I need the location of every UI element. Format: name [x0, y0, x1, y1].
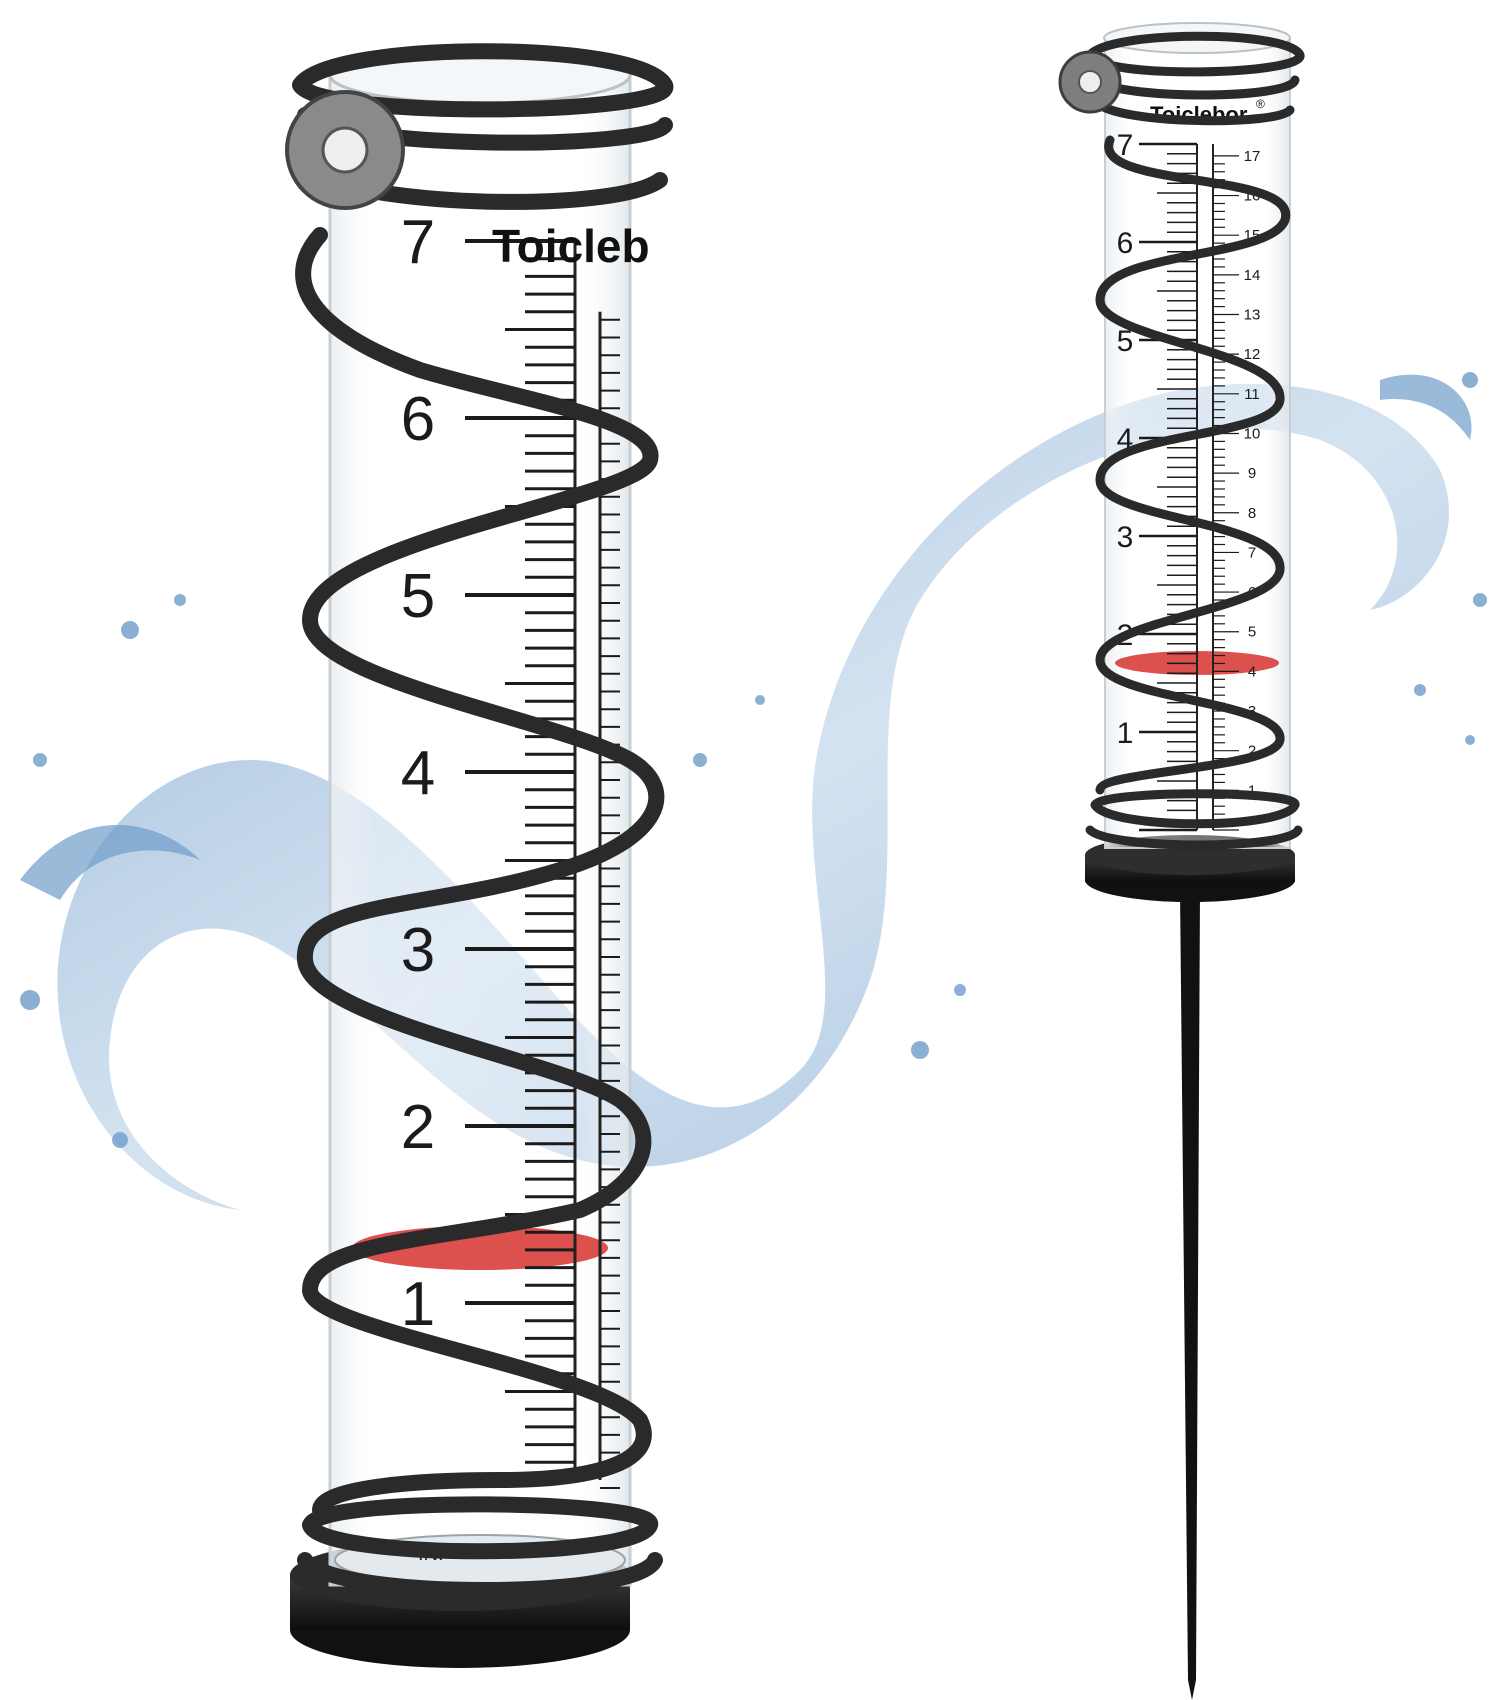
small-mm-label-11: 11: [1244, 386, 1260, 403]
registered-mark: ®: [1256, 97, 1265, 111]
small-mm-label-7: 7: [1248, 544, 1256, 561]
scale-label-7: 7: [401, 208, 435, 277]
small-mm-label-13: 13: [1244, 307, 1261, 324]
scale-label-6: 6: [401, 385, 435, 454]
small-mm-label-10: 10: [1244, 425, 1261, 442]
small-mm-label-9: 9: [1248, 465, 1256, 482]
small-mm-label-4: 4: [1248, 663, 1256, 680]
small-scale-label-3: 3: [1117, 521, 1134, 554]
scale-label-2: 2: [401, 1093, 435, 1162]
small-scale-label-6: 6: [1117, 227, 1134, 260]
small-scale-label-5: 5: [1117, 325, 1134, 358]
small-scale-label-1: 1: [1117, 717, 1134, 750]
small-mm-label-8: 8: [1248, 505, 1256, 522]
scale-label-1: 1: [401, 1270, 435, 1339]
scale-label-5: 5: [401, 562, 435, 631]
scale-label-4: 4: [401, 739, 435, 808]
small-mm-label-12: 12: [1244, 346, 1261, 363]
scale-label-3: 3: [401, 916, 435, 985]
brand-label: Toicleb: [492, 220, 650, 272]
small-spiral-coil: [1085, 31, 1305, 850]
small-mm-label-17: 17: [1244, 148, 1261, 165]
small-mm-label-5: 5: [1248, 624, 1256, 641]
small-scale-label-7: 7: [1117, 129, 1134, 162]
small-mm-label-2: 2: [1248, 743, 1256, 760]
small-mm-label-14: 14: [1244, 267, 1261, 284]
ground-stake: [1180, 890, 1200, 1700]
